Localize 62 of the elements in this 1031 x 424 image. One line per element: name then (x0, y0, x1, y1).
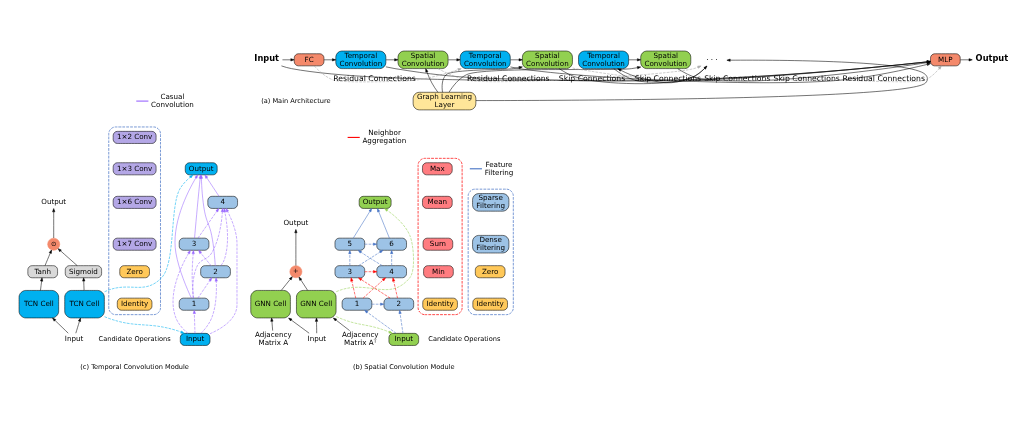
node-text: Output (975, 53, 1009, 64)
arrow (358, 277, 391, 299)
arrow (960, 58, 973, 62)
arrow (298, 276, 308, 291)
arrow (362, 277, 386, 299)
arrow (44, 249, 52, 266)
arrow (364, 242, 377, 246)
arrow (313, 65, 462, 83)
arrow (323, 58, 336, 62)
arrow (57, 248, 78, 266)
arrow (437, 65, 702, 82)
arrow (628, 58, 641, 62)
arrow (192, 310, 196, 334)
arrow (198, 250, 212, 266)
arrow (315, 317, 318, 334)
arrow (192, 208, 224, 299)
arrow (52, 317, 69, 334)
arrow (398, 310, 404, 334)
arrow (197, 208, 219, 239)
arrow (353, 208, 372, 239)
arrow (172, 250, 191, 334)
arrow (441, 66, 523, 93)
arrow (510, 58, 523, 62)
arrow (270, 317, 274, 331)
arrow (348, 250, 352, 266)
arrow (385, 58, 399, 62)
arrow (75, 317, 81, 334)
arrow (392, 277, 398, 299)
arrow (82, 277, 86, 291)
arrow (174, 174, 198, 299)
arrow (377, 208, 390, 239)
arrow (52, 208, 56, 239)
arrow (336, 316, 393, 334)
arrow (390, 250, 394, 266)
arrow (475, 58, 928, 101)
arrow (294, 229, 298, 266)
arrow (364, 310, 397, 334)
cluster (467, 188, 514, 315)
arrow (209, 208, 238, 334)
arrow (448, 66, 641, 93)
node-text: Input (254, 53, 280, 64)
arrow (364, 270, 377, 274)
arrow (350, 277, 356, 299)
arrow (104, 174, 194, 293)
arrow (220, 208, 228, 266)
arrow (204, 174, 220, 197)
arrow (104, 316, 185, 334)
arrow (572, 65, 942, 83)
cluster (108, 126, 161, 315)
arrow (281, 276, 293, 291)
arrow (333, 317, 350, 331)
arrow (40, 277, 44, 291)
arrow (425, 68, 439, 93)
arrow (282, 58, 295, 62)
arrow (335, 208, 414, 292)
arrow (448, 58, 461, 62)
arrow (191, 250, 195, 299)
arrow (200, 277, 218, 334)
arrow (371, 302, 385, 306)
cluster (417, 158, 463, 315)
arrow (197, 277, 212, 299)
arrow (288, 317, 310, 334)
